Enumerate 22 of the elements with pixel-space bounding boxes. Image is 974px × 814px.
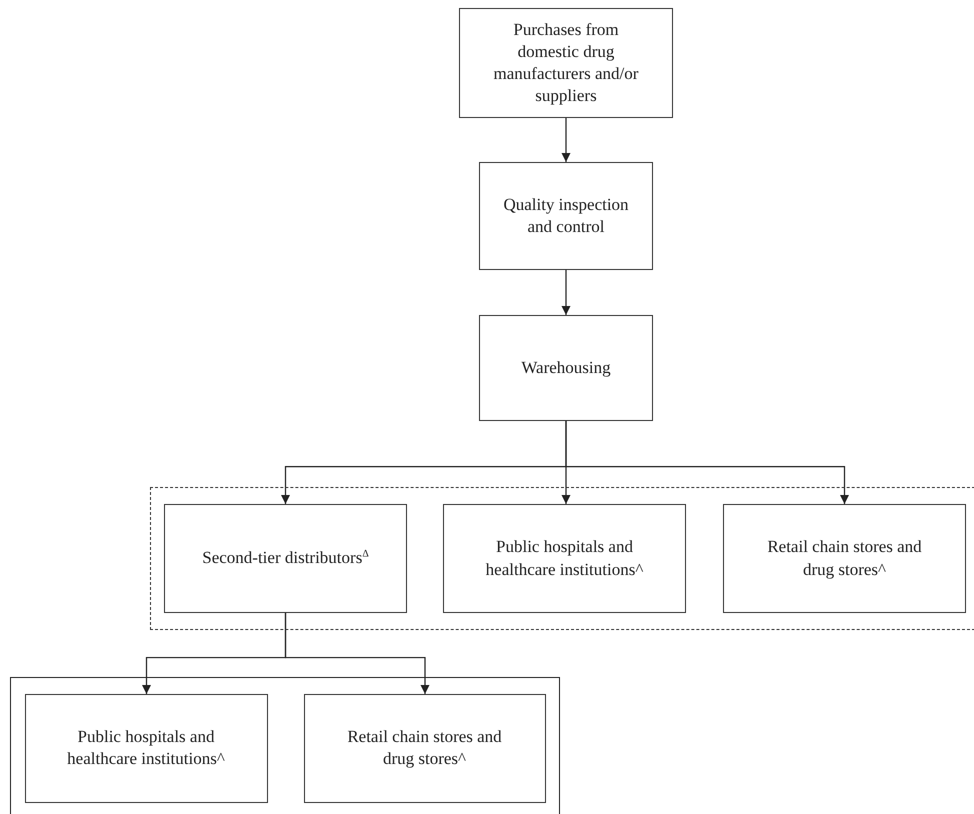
process-box <box>443 504 686 613</box>
process-box <box>24 694 268 802</box>
arrow <box>562 118 570 162</box>
process-box <box>459 8 673 118</box>
box-label: Retail chain stores and drug stores^ <box>346 726 503 770</box>
arrow <box>562 270 570 315</box>
arrow <box>284 613 430 694</box>
box-label: Public hospitals and healthcare institutions^ <box>484 536 644 580</box>
box-label: Quality inspection and control <box>502 194 630 238</box>
group-box <box>10 677 560 814</box>
process-box <box>479 162 653 270</box>
box-label: Warehousing <box>520 356 612 379</box>
process-box <box>479 315 653 421</box>
box-label: Public hospitals and healthcare institutions^ <box>66 726 226 770</box>
box-label: Second-tier distributors$^{Δ}$ <box>201 547 370 570</box>
dashed-group-box <box>150 487 974 630</box>
arrow <box>565 421 849 504</box>
process-box <box>723 504 966 613</box>
box-label: Purchases from domestic drug manufacturers and/or suppliers <box>492 18 640 108</box>
process-box <box>304 694 546 802</box>
process-box <box>164 504 407 613</box>
box-label: Retail chain stores and drug stores^ <box>766 536 923 581</box>
